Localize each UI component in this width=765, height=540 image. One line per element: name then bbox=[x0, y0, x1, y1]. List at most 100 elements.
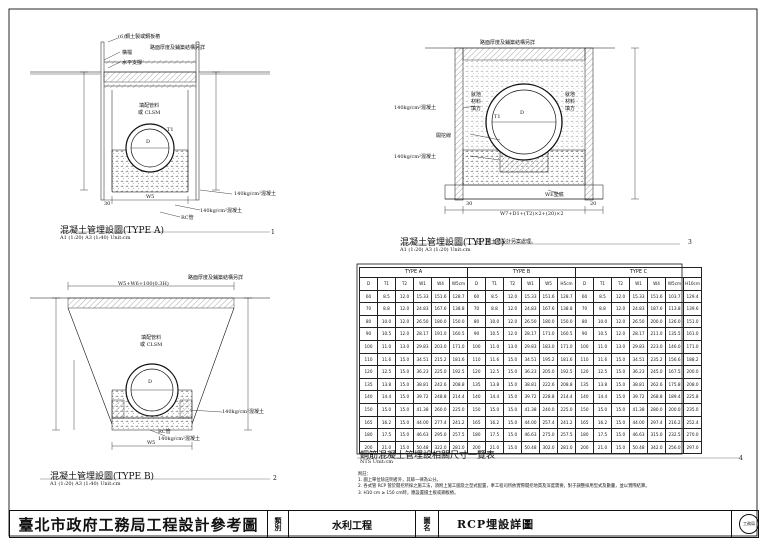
table-cell: 120 bbox=[575, 365, 594, 379]
seal-icon: 工務局 bbox=[739, 514, 759, 534]
note-line: 3. H10 cm ≥ 150 cm時，應設置擋土板或鋼板樁。 bbox=[358, 490, 459, 496]
table-cell: 280.0 bbox=[647, 402, 666, 417]
table-cell: 34.51 bbox=[629, 352, 648, 367]
table-column-header: W1 bbox=[413, 277, 432, 291]
type-c-label-t1: T1 bbox=[494, 114, 501, 120]
table-cell: 15.0 bbox=[611, 365, 630, 379]
table-cell: 200.0 bbox=[647, 314, 666, 329]
table-cell: 15.0 bbox=[593, 402, 612, 417]
table-cell: 34.51 bbox=[413, 352, 432, 367]
table-cell: 235.0 bbox=[683, 402, 702, 417]
table-cell: 216.2 bbox=[665, 415, 684, 430]
table-cell: 15.0 bbox=[503, 377, 522, 392]
general-notes: 附註： 1. 圖上單位除註明者外，其餘一律為公分。 2. 各式管 RCP 管於開… bbox=[358, 472, 650, 497]
type-a-label-backfill: 填配管料 或 CLSM bbox=[138, 103, 161, 116]
table-cell: 342.0 bbox=[647, 440, 666, 455]
table-column-header: W5cm bbox=[665, 277, 684, 291]
table-cell: 241.2 bbox=[449, 415, 468, 430]
table-cell: 15.0 bbox=[503, 365, 522, 379]
table-cell: 113.8 bbox=[665, 302, 684, 316]
type-a-label-rc-pipe: RC管 bbox=[181, 215, 194, 221]
table-cell: 34.51 bbox=[521, 352, 540, 367]
type-a-label-t1: T1 bbox=[167, 127, 174, 133]
table-cell: 151.0 bbox=[683, 314, 702, 329]
category-label-cell: 類別 bbox=[268, 511, 289, 537]
table-cell: 215.2 bbox=[431, 352, 450, 367]
title-agency: 臺北市政府工務局工程設計參考圖 bbox=[18, 515, 259, 534]
table-cell: 268.8 bbox=[647, 390, 666, 404]
table-cell: 160.5 bbox=[449, 327, 468, 341]
title-agency-cell: 臺北市政府工務局工程設計參考圖 bbox=[10, 511, 268, 537]
type-a-label-surface: 路面厚度及鋪築結構另詳 bbox=[150, 45, 206, 51]
table-cell: 167.5 bbox=[665, 365, 684, 379]
table-cell: 189.4 bbox=[665, 390, 684, 404]
table-cell: 29.83 bbox=[629, 339, 648, 354]
table-cell: 38.81 bbox=[521, 377, 540, 392]
table-cell: 8.5 bbox=[377, 289, 396, 304]
table-cell: 295.0 bbox=[431, 428, 450, 442]
table-cell: 223.0 bbox=[647, 339, 666, 354]
category-value: 水利工程 bbox=[332, 520, 372, 532]
table-cell: 12.0 bbox=[611, 289, 630, 304]
table-cell: 41.38 bbox=[413, 402, 432, 417]
type-b-label-surface: 路面厚度及鋪築結構另詳 bbox=[188, 275, 244, 281]
table-column-header: D bbox=[359, 277, 378, 291]
table-group-header: TYPE A bbox=[359, 267, 468, 278]
table-cell: 41.38 bbox=[521, 402, 540, 417]
type-c-scale: A1 (1:20) A3 (1:20) Unit:cm bbox=[400, 247, 471, 253]
table-cell: 15.0 bbox=[503, 440, 522, 455]
table-cell: 245.0 bbox=[647, 365, 666, 379]
table-cell: 150 bbox=[575, 402, 594, 417]
table-cell: 103.7 bbox=[665, 289, 684, 304]
table-cell: 120 bbox=[467, 365, 486, 379]
table-cell: 225.0 bbox=[449, 402, 468, 417]
table-cell: 277.4 bbox=[431, 415, 450, 430]
table-cell: 181.6 bbox=[449, 352, 468, 367]
table-cell: 208.8 bbox=[557, 377, 576, 392]
table-cell: 211.0 bbox=[647, 327, 666, 341]
table-cell: 36.23 bbox=[413, 365, 432, 379]
table-column-header: T2 bbox=[503, 277, 522, 291]
table-cell: 151.6 bbox=[431, 289, 450, 304]
table-cell: 11.0 bbox=[485, 339, 504, 354]
table-cell: 15.33 bbox=[521, 289, 540, 304]
table-index: 4 bbox=[739, 455, 743, 462]
table-cell: 100 bbox=[575, 339, 594, 354]
type-c-label-concrete: 140kg/cm²混凝土 bbox=[394, 105, 437, 111]
type-b-caption: 混凝土管埋設圖(TYPE B) bbox=[50, 472, 155, 482]
table-cell: 46.63 bbox=[413, 428, 432, 442]
type-a-label-30: 30 bbox=[104, 201, 111, 207]
table-cell: 13.8 bbox=[593, 377, 612, 392]
table-cell: 200.0 bbox=[665, 402, 684, 417]
table-cell: 15.0 bbox=[503, 402, 522, 417]
table-cell: 188.2 bbox=[683, 352, 702, 367]
table-cell: 16.2 bbox=[485, 415, 504, 430]
table-cell: 28.17 bbox=[413, 327, 432, 341]
table-cell: 12.5 bbox=[485, 365, 504, 379]
table-cell: 8.8 bbox=[377, 302, 396, 316]
table-cell: 90 bbox=[359, 327, 378, 341]
table-cell: 257.4 bbox=[539, 415, 558, 430]
table-cell: 165 bbox=[359, 415, 378, 430]
table-cell: 44.00 bbox=[521, 415, 540, 430]
table-cell: 17.5 bbox=[593, 428, 612, 442]
table-cell: 21.0 bbox=[593, 440, 612, 455]
table-cell: 135 bbox=[575, 377, 594, 392]
table-cell: 128.7 bbox=[449, 289, 468, 304]
type-c-index: 3 bbox=[688, 239, 692, 246]
type-a-label-rope: (6)鋼土製或鋼板樁 bbox=[118, 34, 161, 40]
table-cell: 28.17 bbox=[629, 327, 648, 341]
table-cell: 100 bbox=[359, 339, 378, 354]
type-a-label-plank: 橫檔 bbox=[122, 50, 133, 56]
table-cell: 203.0 bbox=[431, 339, 450, 354]
table-cell: 100 bbox=[467, 339, 486, 354]
table-cell: 297.0 bbox=[683, 440, 702, 455]
table-cell: 150.0 bbox=[557, 314, 576, 329]
type-c-label-backfill-right: 就地 材料 填方 bbox=[565, 92, 576, 112]
table-cell: 15.0 bbox=[395, 440, 414, 455]
table-cell: 50.48 bbox=[629, 440, 648, 455]
